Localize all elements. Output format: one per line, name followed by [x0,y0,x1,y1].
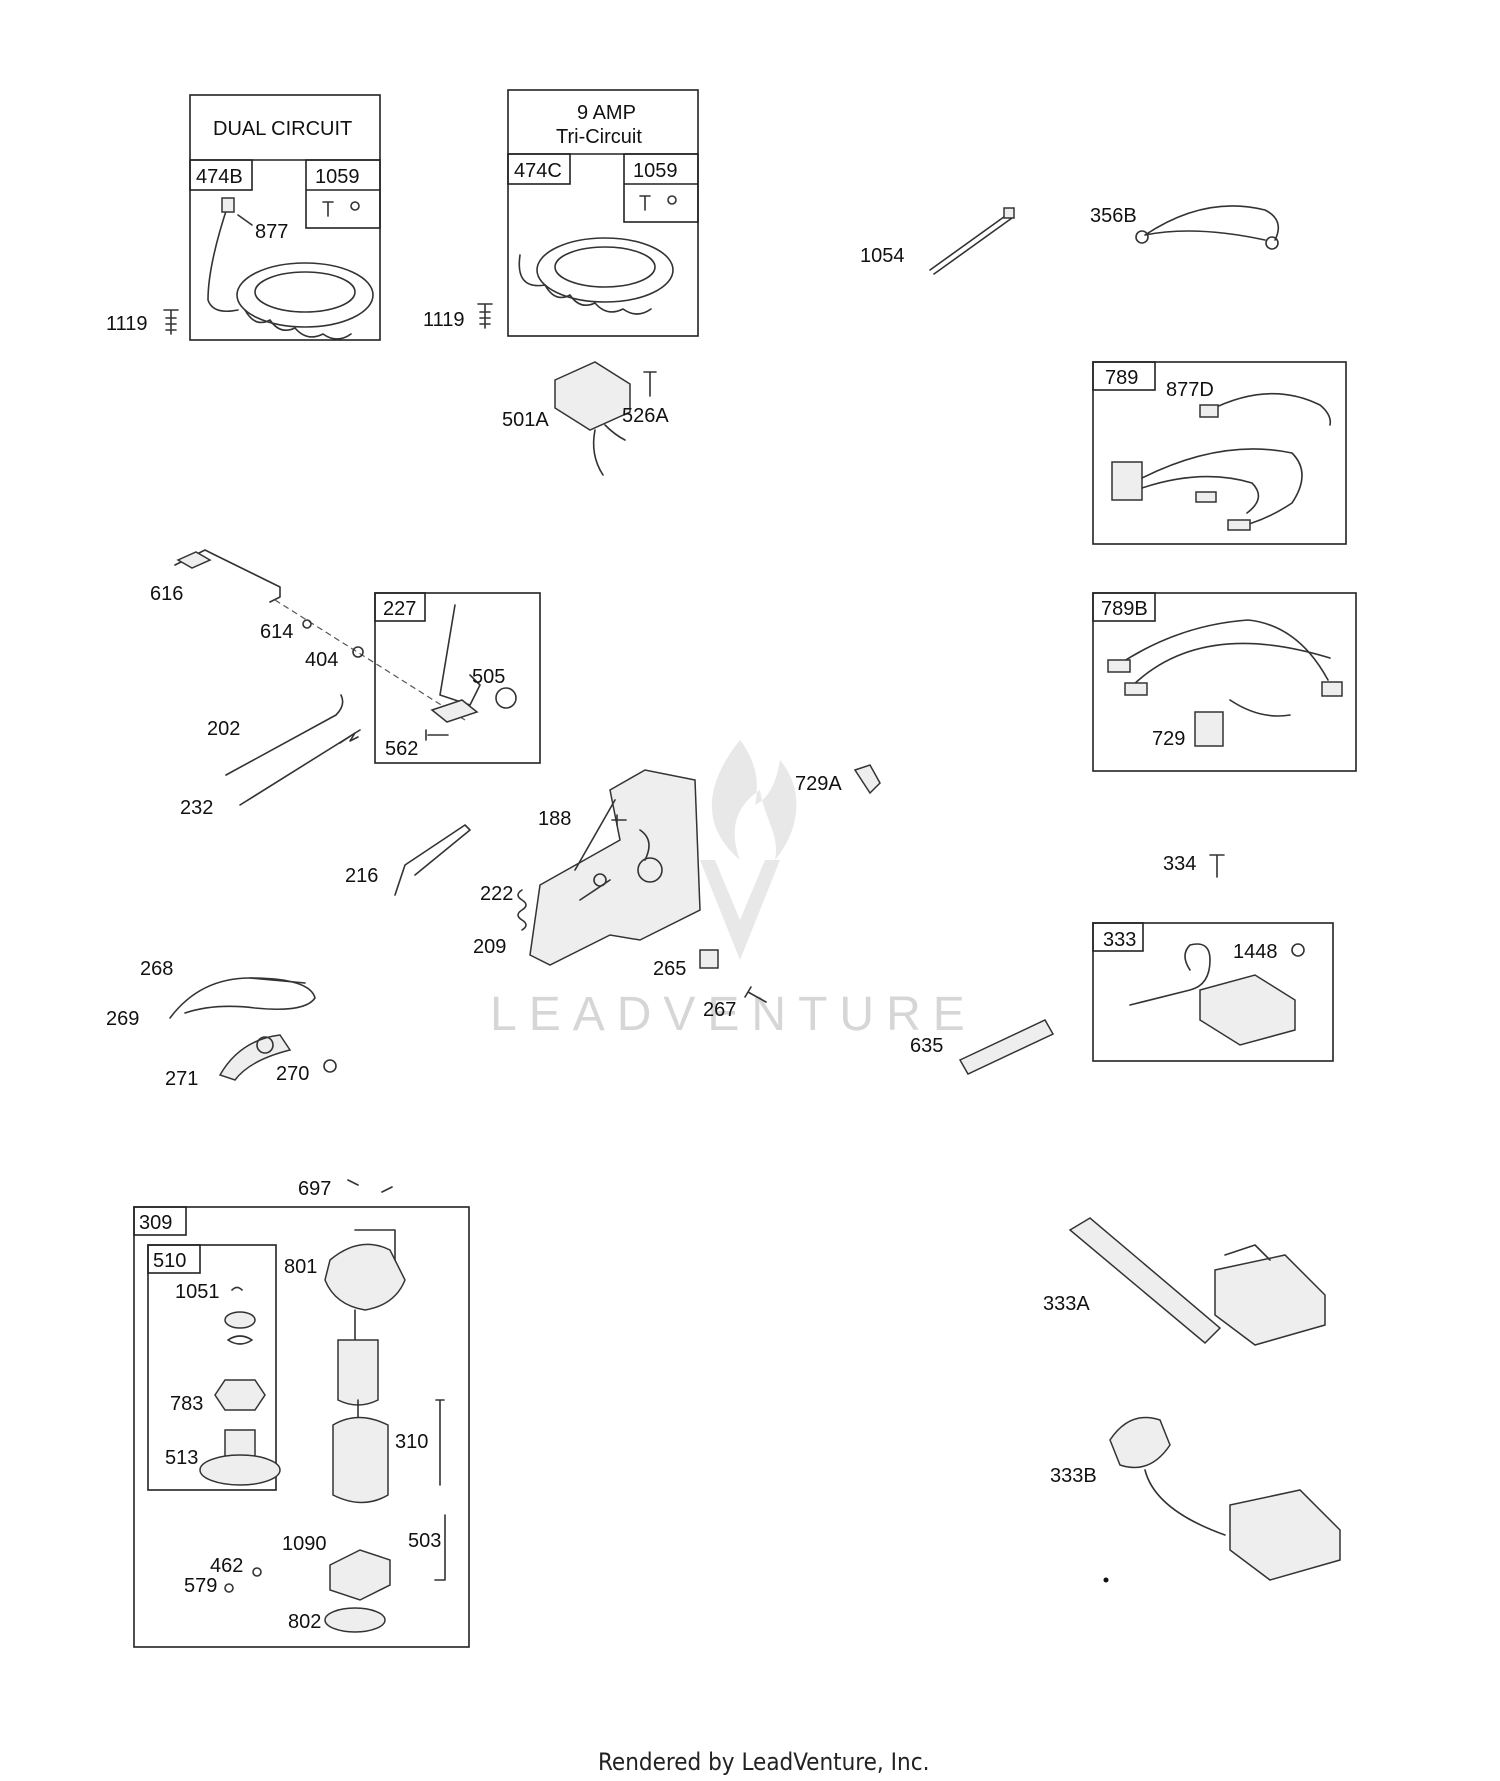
label-309: 309 [139,1212,172,1234]
box-309: 309 510 1051 783 513 801 310 503 1090 46… [133,1206,470,1648]
label-562: 562 [385,738,418,760]
label-474B: 474B [196,166,243,188]
label-1090: 1090 [282,1533,327,1555]
label-265: 265 [653,958,686,980]
label-333B: 333B [1050,1465,1097,1487]
spring-209 [517,889,527,931]
label-227: 227 [383,598,416,620]
label-188: 188 [538,808,571,830]
label-505: 505 [472,666,505,688]
label-268: 268 [140,958,173,980]
label-271: 271 [165,1068,198,1090]
regulator-501A [554,361,657,476]
label-510: 510 [153,1250,186,1272]
throttle-cable-268 [169,977,316,1019]
bolt-1119-right [477,303,493,329]
label-270: 270 [276,1063,309,1085]
ignition-coil-333A [1068,1217,1326,1346]
label-462: 462 [210,1555,243,1577]
footer-credit: Rendered by LeadVenture, Inc. [598,1748,929,1776]
label-877: 877 [255,221,288,243]
label-501A: 501A [502,409,549,431]
label-783: 783 [170,1393,203,1415]
label-209: 209 [473,936,506,958]
screws-697 [347,1179,393,1193]
label-729: 729 [1152,728,1185,750]
lever-271 [218,1034,292,1081]
box-dual-circuit: DUAL CIRCUIT 474B 1059 877 [189,94,381,341]
label-789B: 789B [1101,598,1148,620]
label-503: 503 [408,1530,441,1552]
label-877D: 877D [1166,379,1214,401]
label-474C: 474C [514,160,562,182]
label-269: 269 [106,1008,139,1030]
clip-729A [853,764,881,795]
washer-404 [352,646,364,658]
screw-334 [1209,854,1225,878]
label-616: 616 [150,583,183,605]
label-1119-right: 1119 [423,309,465,331]
label-1448: 1448 [1233,941,1278,963]
link-216 [394,824,471,896]
label-232: 232 [180,797,213,819]
label-789: 789 [1105,367,1138,389]
leadventure-watermark: LEADVENTURE [490,740,977,1041]
spark-boot-635 [958,1019,1055,1075]
label-202: 202 [207,718,240,740]
label-334: 334 [1163,853,1196,875]
box-333: 333 1448 [1092,922,1334,1062]
label-513: 513 [165,1447,198,1469]
amp-title-line1: 9 AMP [577,102,636,124]
label-356B: 356B [1090,205,1137,227]
wire-356B [1135,205,1280,250]
assembly-line [274,599,466,721]
box-789: 789 877D [1092,361,1347,545]
clip-614 [302,619,312,629]
label-1054: 1054 [860,245,905,267]
screw-188 [611,814,627,826]
bracket-222 [529,769,701,966]
label-216: 216 [345,865,378,887]
ignition-coil-333B [1109,1416,1341,1581]
label-579: 579 [184,1575,217,1597]
dual-circuit-title: DUAL CIRCUIT [213,118,352,140]
governor-shaft-616 [174,549,281,603]
nut-270 [323,1059,337,1073]
label-801: 801 [284,1256,317,1278]
label-1059: 1059 [315,166,360,188]
label-404: 404 [305,649,338,671]
label-635: 635 [910,1035,943,1057]
label-1051: 1051 [175,1281,220,1303]
link-202 [225,694,344,776]
label-729A: 729A [795,773,842,795]
label-267: 267 [703,999,736,1021]
amp-title-line2: Tri-Circuit [556,126,642,148]
label-526A: 526A [622,405,669,427]
label-802: 802 [288,1611,321,1633]
clip-265 [699,949,719,969]
box-789B: 789B 729 [1092,592,1357,772]
label-222: 222 [480,883,513,905]
bolt-1119-left [163,309,179,335]
spring-232 [239,729,361,806]
label-1119-left: 1119 [106,313,148,335]
watermark-text: LEADVENTURE [490,988,977,1041]
label-310: 310 [395,1431,428,1453]
box-9-amp-tri-circuit: 9 AMP Tri-Circuit 474C 1059 [507,89,699,337]
label-697: 697 [298,1178,331,1200]
label-333: 333 [1103,929,1136,951]
label-614: 614 [260,621,293,643]
box-227: 227 505 562 [374,592,541,764]
label-1059-right: 1059 [633,160,678,182]
label-333A: 333A [1043,1293,1090,1315]
screw-267 [744,986,767,1003]
cable-tie-1054 [929,207,1015,275]
dot-marker [1103,1577,1109,1583]
